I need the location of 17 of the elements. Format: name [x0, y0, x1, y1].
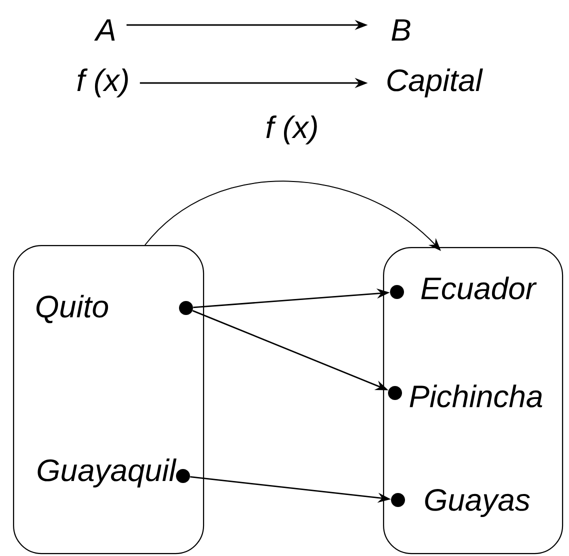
label-text: A	[94, 19, 115, 41]
dot	[391, 493, 405, 507]
element-label: Guayaquil	[38, 458, 176, 488]
element-label: Ecuador	[421, 276, 537, 300]
set-box	[13, 245, 204, 554]
element-label: Guayas	[425, 488, 530, 518]
edge-label: f (x)	[263, 114, 321, 146]
dot	[176, 469, 190, 483]
dot	[179, 301, 193, 315]
label-text: f (x)	[77, 68, 128, 98]
element-label: Quito	[36, 294, 108, 324]
label-text: Capital	[387, 68, 483, 98]
element-label: Pichincha	[410, 384, 542, 408]
label-text: B	[392, 19, 410, 41]
dot	[388, 386, 402, 400]
set-box	[383, 247, 564, 554]
dot	[390, 285, 404, 299]
